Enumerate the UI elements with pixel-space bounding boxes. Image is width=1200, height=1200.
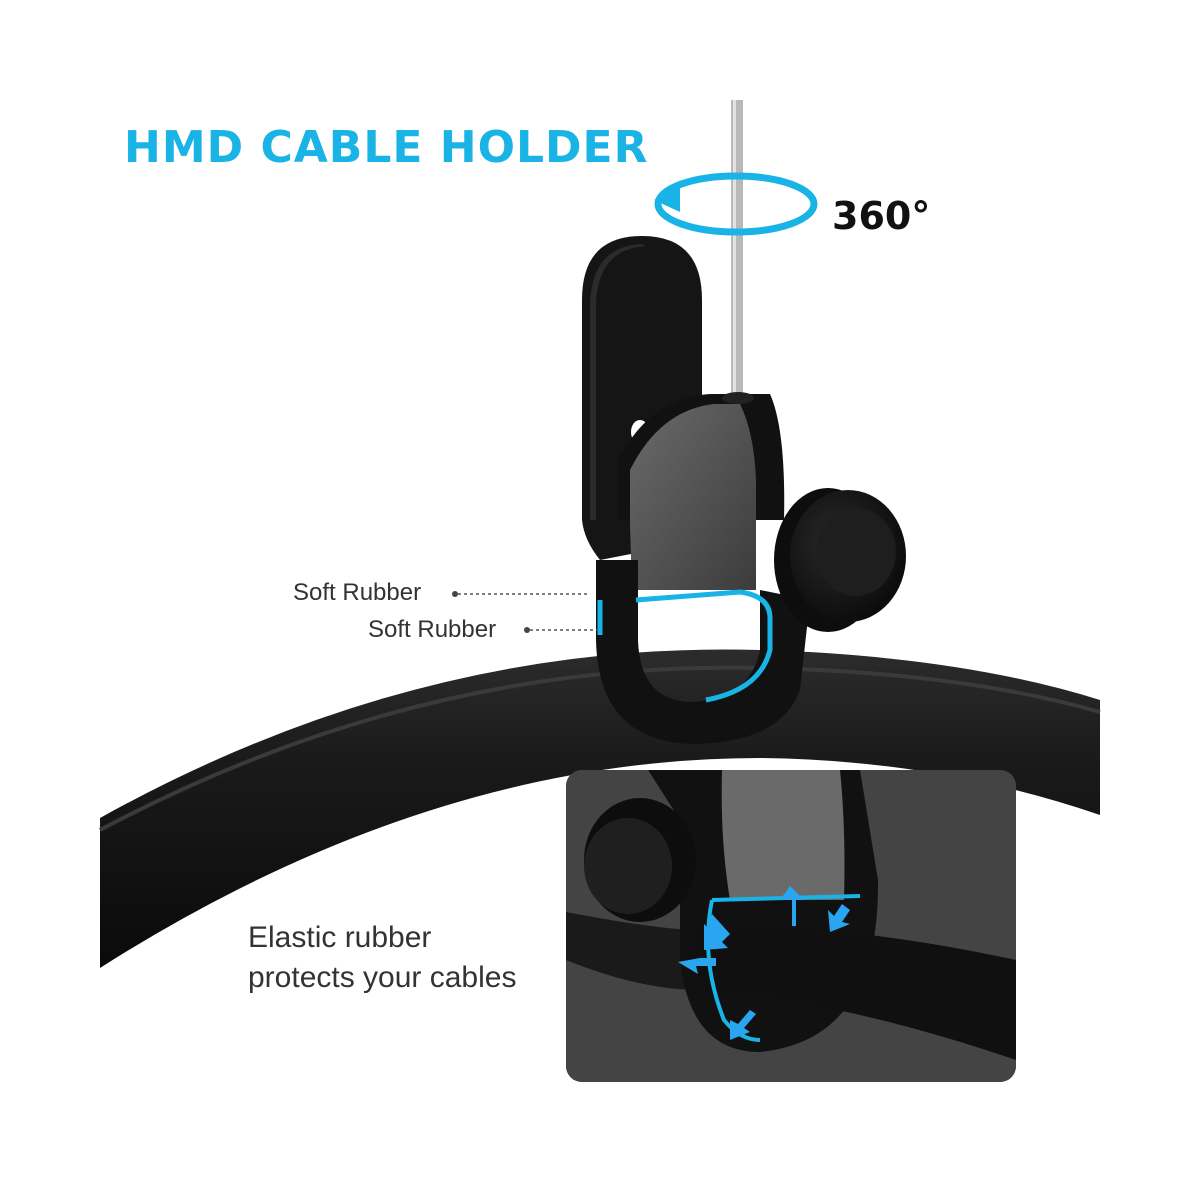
feature-caption: Elastic rubber protects your cables — [248, 918, 516, 998]
steel-wire — [731, 100, 743, 410]
holder-swivel-block — [618, 392, 785, 590]
callout-leaders — [452, 591, 598, 633]
callout-soft-rubber-2: Soft Rubber — [368, 616, 497, 643]
vr-cable — [99, 649, 1101, 968]
holder-knob — [774, 488, 906, 632]
detail-inset — [566, 770, 1016, 1082]
caption-line-1: Elastic rubber — [248, 921, 432, 954]
rotation-arrow-icon — [654, 172, 818, 236]
caption-line-2: protects your cables — [248, 961, 517, 994]
product-title: HMD CABLE HOLDER — [124, 122, 649, 173]
push-arrow-icon — [678, 886, 850, 1040]
callout-soft-rubber-1: Soft Rubber — [293, 579, 422, 606]
holder-hook — [596, 560, 810, 744]
rotation-label: 360° — [832, 194, 931, 238]
